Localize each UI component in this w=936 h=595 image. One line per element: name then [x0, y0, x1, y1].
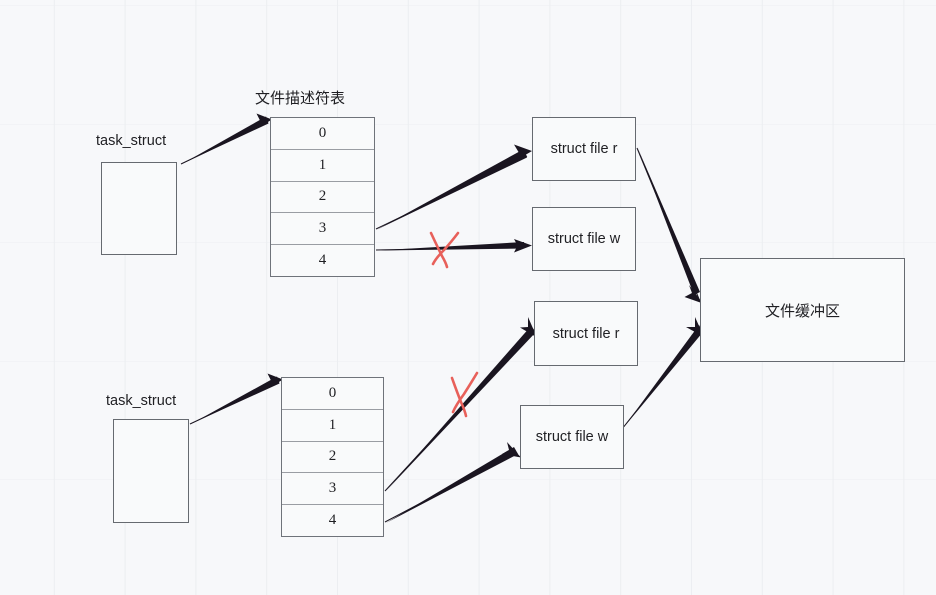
- struct-file-r-bottom-label: struct file r: [552, 325, 620, 342]
- struct-file-w-bottom-box[interactable]: [520, 405, 624, 469]
- cross-mark-top: [429, 231, 460, 269]
- connector-file-r-top-to-buffer: [636, 147, 700, 300]
- fd-table-row[interactable]: 0: [282, 378, 383, 410]
- connector-task-top-to-fdtable: [180, 121, 269, 165]
- connector-task-bottom-to-fdtable: [189, 381, 280, 425]
- file-buffer-label: 文件缓冲区: [764, 301, 840, 320]
- fd-table-top[interactable]: 0 1 2 3 4: [270, 117, 375, 277]
- connector-fd4-top-to-file-w: [375, 246, 528, 251]
- arrowhead-fd3-top-to-file-r: [514, 144, 532, 161]
- struct-file-r-top-label: struct file r: [550, 141, 618, 157]
- connector-fd3-top-to-file-r: [375, 155, 528, 230]
- arrowhead-fd4-top-to-file-w: [514, 239, 532, 253]
- fd-table-row[interactable]: 4: [318, 252, 327, 269]
- arrow-fd3-top-to-file-r: [377, 149, 527, 230]
- connector-fd3-bottom-to-file-r: [384, 332, 531, 492]
- connector-fd4-bottom-to-file-w: [384, 452, 516, 523]
- fd-table-row[interactable]: 1: [271, 150, 374, 182]
- arrowhead-fd4-bottom-to-file-w: [502, 442, 521, 458]
- arrow-fd4-bottom-to-file-w: [386, 447, 518, 523]
- arrow-task-top-to-fdtable: [183, 116, 269, 164]
- struct-file-w-bottom-label: struct file w: [535, 429, 609, 445]
- struct-file-w-top-box[interactable]: [532, 207, 636, 271]
- task-struct-top-label: task_struct: [96, 133, 167, 149]
- struct-file-r-top-box[interactable]: [532, 117, 636, 181]
- fd-table-row[interactable]: 0: [271, 118, 374, 150]
- arrow-fd3-bottom-to-file-r: [386, 326, 536, 491]
- fd-table-row[interactable]: 2: [282, 442, 383, 474]
- fd-table-row[interactable]: 1: [282, 410, 383, 442]
- file-buffer-box[interactable]: [700, 258, 905, 362]
- task-struct-bottom-box[interactable]: [113, 419, 189, 523]
- task-struct-top-box[interactable]: [101, 162, 177, 255]
- struct-file-w-top-label: struct file w: [547, 231, 621, 247]
- fd-table-bottom[interactable]: 0 1 2 3 4: [281, 377, 384, 537]
- task-struct-bottom-label: task_struct: [106, 393, 177, 409]
- fd-table-row[interactable]: 4: [328, 512, 337, 529]
- fd-table-row[interactable]: 3: [271, 213, 374, 246]
- arrow-task-bottom-to-fdtable: [192, 376, 280, 424]
- cross-mark-bottom: [450, 371, 479, 418]
- arrow-file-r-top-to-buffer: [637, 147, 700, 295]
- fd-table-row[interactable]: 3: [282, 473, 383, 506]
- fd-table-caption: 文件描述符表: [255, 89, 346, 107]
- fd-table-row[interactable]: 2: [271, 182, 374, 214]
- struct-file-r-bottom-box[interactable]: [534, 301, 638, 366]
- arrow-fd4-top-to-file-w: [377, 242, 524, 251]
